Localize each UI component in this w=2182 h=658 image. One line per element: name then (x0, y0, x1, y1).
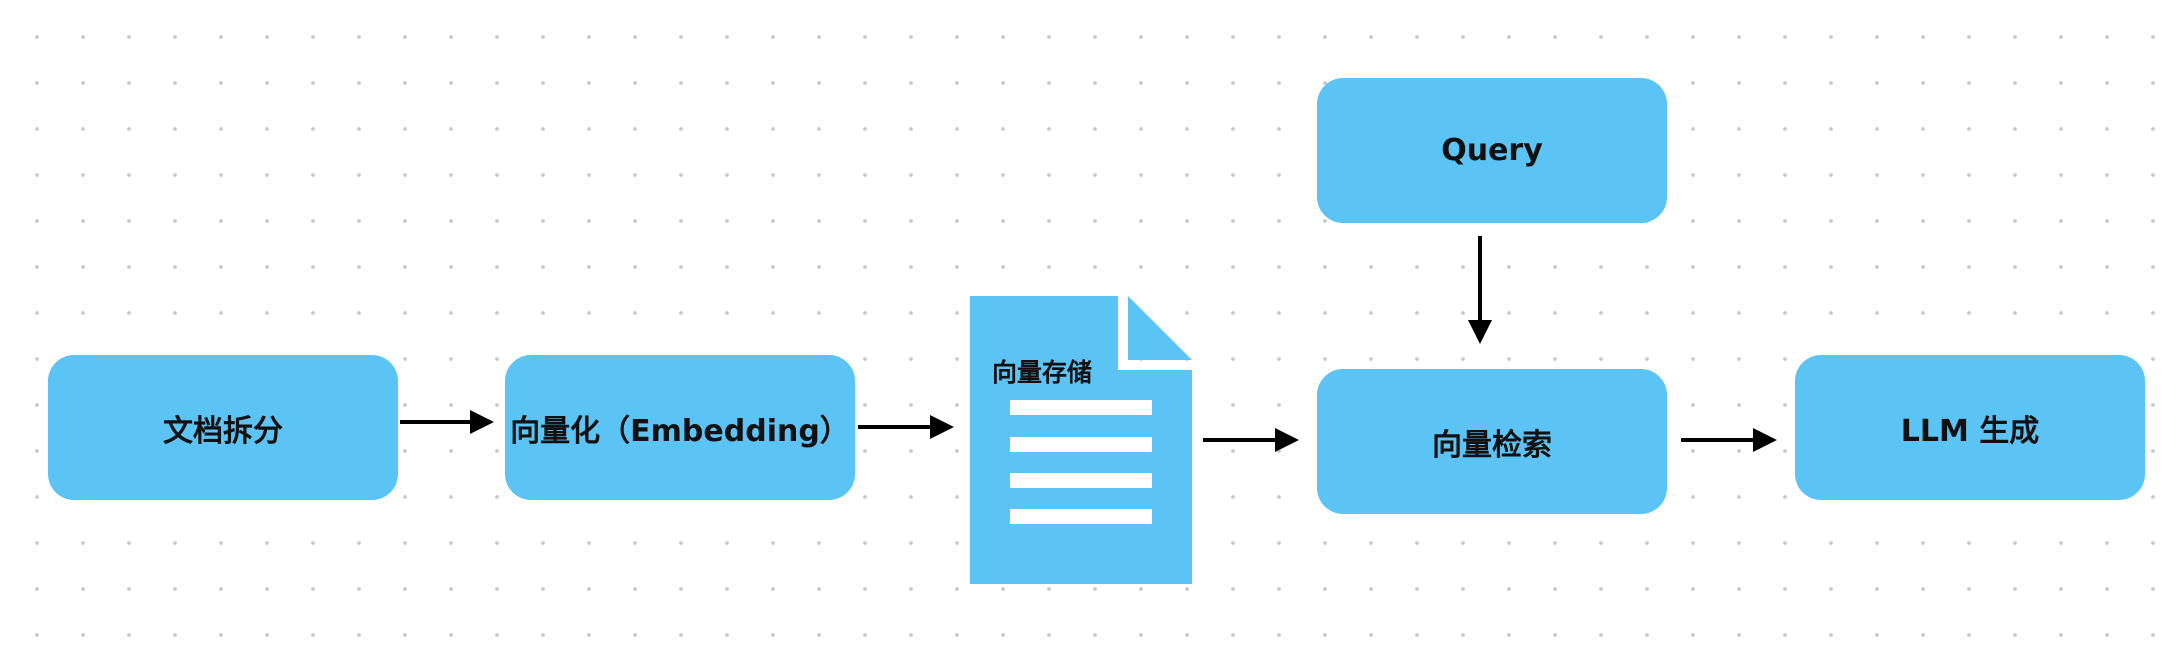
document-line (1010, 400, 1152, 415)
query-label: Query (1441, 133, 1543, 168)
llm-generation-label: LLM 生成 (1900, 413, 2040, 449)
embedding-label: 向量化（Embedding） (510, 413, 850, 449)
document-fold (1128, 296, 1192, 360)
document-split-node[interactable]: 文档拆分 (48, 355, 398, 500)
vector-retrieval-node[interactable]: 向量检索 (1317, 369, 1667, 514)
vector-store-label: 向量存储 (992, 358, 1093, 387)
vector-store-document-icon[interactable] (970, 296, 1192, 584)
embedding-node[interactable]: 向量化（Embedding） (505, 355, 855, 500)
llm-generation-node[interactable]: LLM 生成 (1795, 355, 2145, 500)
vector-retrieval-label: 向量检索 (1432, 427, 1552, 463)
document-line (1010, 473, 1152, 488)
document-line (1010, 437, 1152, 452)
document-split-label: 文档拆分 (163, 413, 283, 449)
document-line (1010, 509, 1152, 524)
query-node[interactable]: Query (1317, 78, 1667, 223)
